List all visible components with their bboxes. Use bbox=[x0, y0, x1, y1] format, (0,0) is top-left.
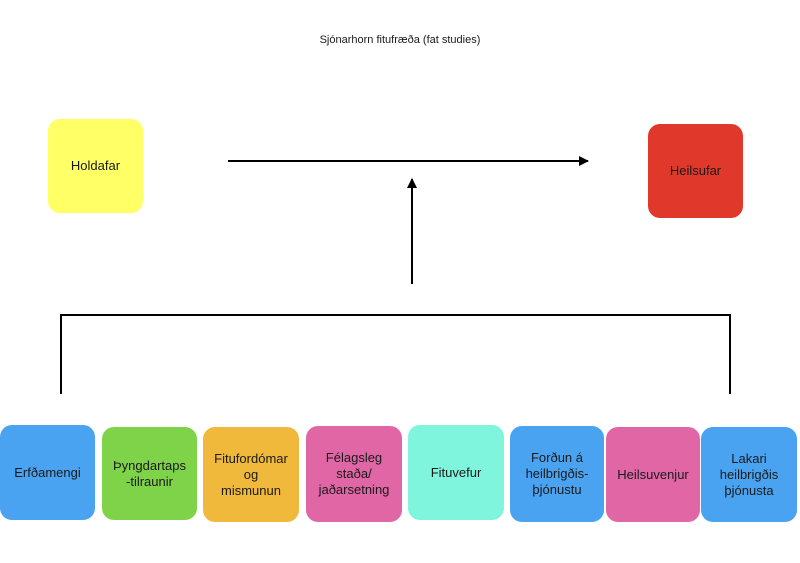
factor-box-5: Fituvefur bbox=[408, 425, 504, 520]
holdafar-label: Holdafar bbox=[70, 158, 121, 173]
factor-box-4: Félagsleg staða/ jaðarsetning bbox=[306, 426, 402, 522]
factor-box-2: Þyngdartaps -tilraunir bbox=[102, 427, 197, 520]
heilsufar-label: Heilsufar bbox=[669, 163, 722, 178]
holdafar-box: Holdafar bbox=[48, 119, 143, 213]
factor-label-6: Forðun á heilbrigðis- þjónustu bbox=[525, 450, 589, 497]
factor-label-3: Fitufordómar og mismunun bbox=[214, 450, 288, 498]
factor-box-1: Erfðamengi bbox=[0, 425, 95, 520]
factor-label-2: Þyngdartaps -tilraunir bbox=[113, 457, 186, 489]
factor-label-8: Lakari heilbrigðis þjónusta bbox=[719, 450, 779, 498]
factor-box-6: Forðun á heilbrigðis- þjónustu bbox=[510, 426, 604, 522]
heilsufar-box: Heilsufar bbox=[648, 124, 743, 218]
factor-box-8: Lakari heilbrigðis þjónusta bbox=[701, 427, 797, 522]
factor-label-7: Heilsuvenjur bbox=[617, 466, 689, 482]
diagram-title: Sjónarhorn fitufræða (fat studies) bbox=[319, 34, 481, 46]
factor-label-5: Fituvefur bbox=[430, 464, 482, 480]
factor-box-7: Heilsuvenjur bbox=[606, 427, 700, 522]
factor-label-1: Erfðamengi bbox=[14, 464, 81, 480]
factor-box-3: Fitufordómar og mismunun bbox=[203, 427, 299, 522]
factor-label-4: Félagsleg staða/ jaðarsetning bbox=[318, 450, 390, 497]
